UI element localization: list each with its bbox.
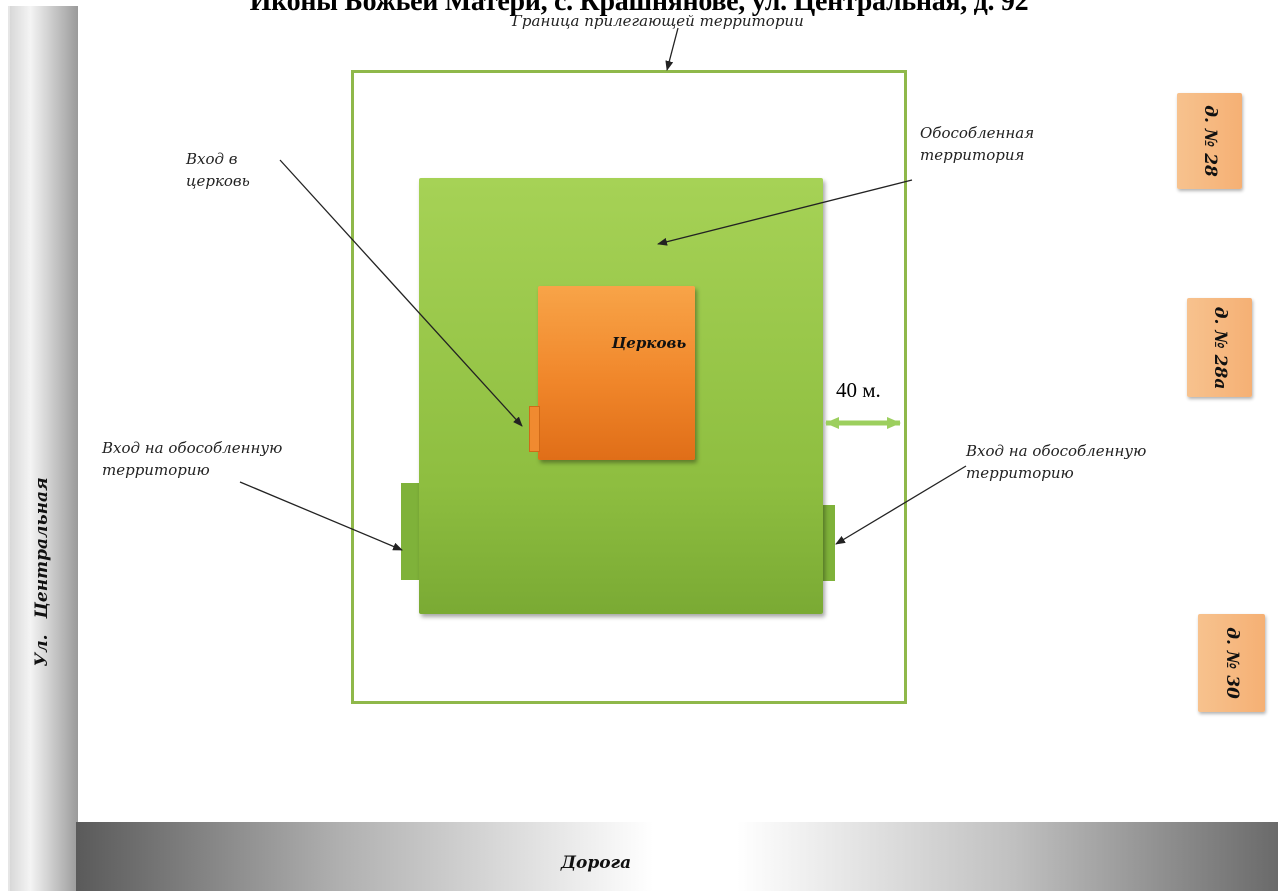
road-label: Дорога <box>560 853 632 873</box>
adjacent-territory-boundary <box>351 70 907 704</box>
church-entrance-arrow <box>279 159 523 427</box>
house-28: д. № 28 <box>1177 93 1242 189</box>
right-entrance-arrow <box>835 465 967 545</box>
left-entrance-label: Вход на обособленную территорию <box>102 439 283 479</box>
road-bar <box>76 822 1278 891</box>
house-30: д. № 30 <box>1198 614 1265 712</box>
left-territory-gate <box>401 483 421 580</box>
church-entrance-label: Вход в церковь <box>186 150 250 190</box>
church-label: Церковь <box>611 334 687 352</box>
right-entrance-label: Вход на обособленную территорию <box>966 442 1147 482</box>
boundary-label: Граница прилегающей территории <box>512 12 804 30</box>
house-28a: д. № 28а <box>1187 298 1252 397</box>
distance-label: 40 м. <box>836 378 881 402</box>
church-door <box>529 406 540 452</box>
separated-territory-label: Обособленная территория <box>920 124 1035 164</box>
right-territory-gate <box>823 505 835 581</box>
church-building <box>538 286 695 460</box>
diagram-title: Иконы Божьей Матери, с. Крашнянове, ул. … <box>249 0 1029 17</box>
separated-territory-arrow <box>657 179 913 246</box>
left-entrance-arrow <box>239 481 403 551</box>
boundary-arrow <box>665 27 679 71</box>
street-bar <box>8 6 78 891</box>
